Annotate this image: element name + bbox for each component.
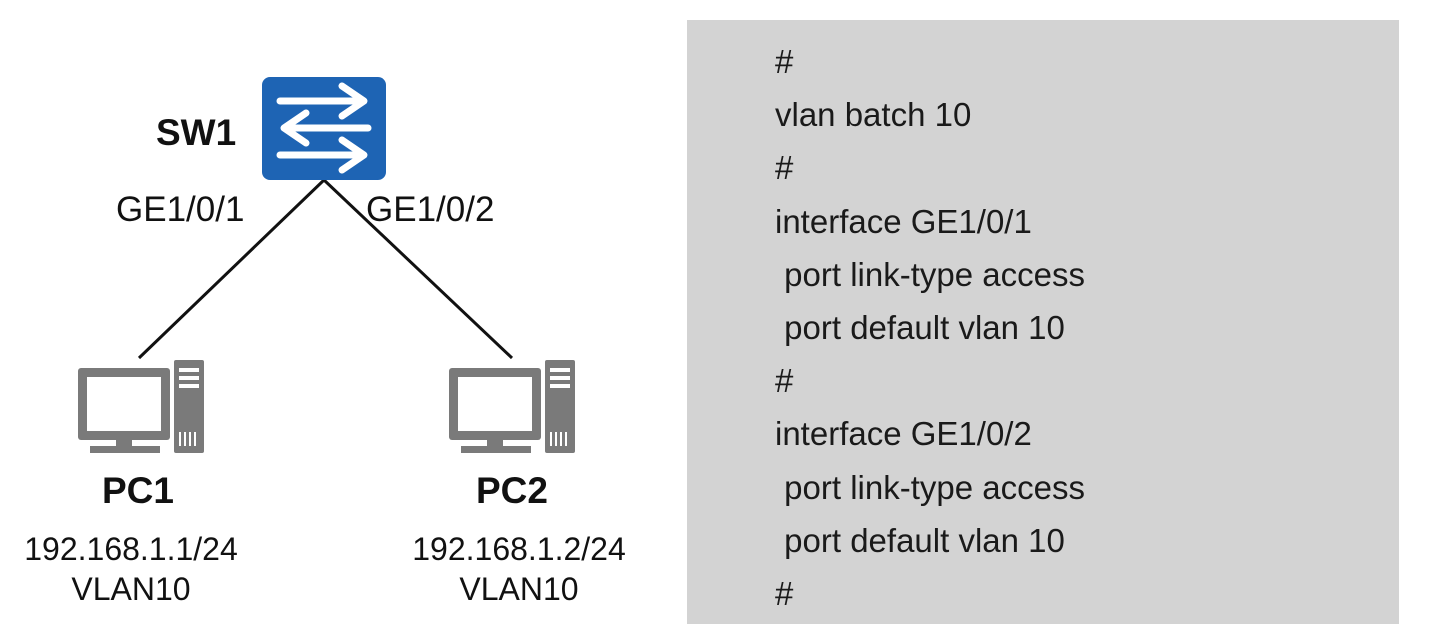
port-label-ge1-0-1: GE1/0/1 bbox=[116, 190, 245, 229]
config-line: port default vlan 10 bbox=[775, 308, 1065, 346]
config-line: # bbox=[775, 362, 794, 400]
config-line: # bbox=[775, 43, 794, 80]
desktop-pc-icon bbox=[78, 360, 204, 453]
config-line: port link-type access bbox=[775, 255, 1085, 293]
config-listing: # vlan batch 10 # interface GE1/0/1 port… bbox=[775, 42, 1085, 627]
host-name-pc2: PC2 bbox=[476, 470, 548, 511]
config-line: interface GE1/0/2 bbox=[775, 415, 1032, 453]
host-ip-pc1: 192.168.1.1/24 bbox=[24, 531, 238, 567]
config-line: port link-type access bbox=[775, 468, 1085, 506]
network-topology: SW1 GE1/0/1 GE1/0/2 PC1 192.168.1.1/24 V… bbox=[0, 0, 680, 644]
config-line: # bbox=[775, 149, 794, 187]
config-line: # bbox=[775, 574, 794, 612]
host-ip-pc2: 192.168.1.2/24 bbox=[412, 531, 626, 567]
host-vlan-pc1: VLAN10 bbox=[71, 571, 191, 607]
desktop-pc-icon bbox=[449, 360, 575, 453]
switch-name: SW1 bbox=[156, 112, 237, 153]
switch-icon bbox=[262, 77, 386, 180]
link-sw1-pc2 bbox=[322, 178, 514, 360]
host-vlan-pc2: VLAN10 bbox=[459, 571, 579, 607]
config-panel: # vlan batch 10 # interface GE1/0/1 port… bbox=[687, 20, 1399, 624]
topology-canvas bbox=[78, 77, 575, 453]
config-line: port default vlan 10 bbox=[775, 521, 1065, 559]
host-name-pc1: PC1 bbox=[102, 470, 174, 511]
config-line: vlan batch 10 bbox=[775, 96, 972, 134]
port-label-ge1-0-2: GE1/0/2 bbox=[366, 190, 495, 229]
link-sw1-pc1 bbox=[137, 178, 326, 360]
config-line: interface GE1/0/1 bbox=[775, 202, 1032, 240]
